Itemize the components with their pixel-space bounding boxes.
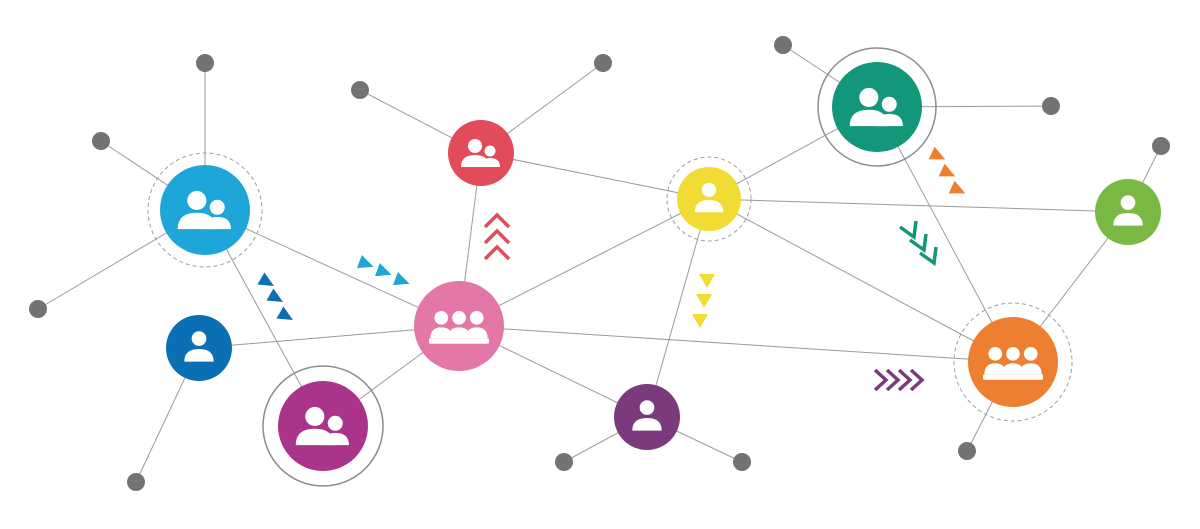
node-ring-sky-blue: [147, 152, 263, 268]
chevron-marker: [483, 228, 511, 245]
chevron-marker: [909, 368, 925, 392]
triangle-marker: [393, 272, 410, 286]
node-navy[interactable]: [166, 315, 232, 381]
flow-marker-yellow-triangles: [692, 274, 715, 328]
chevron-marker: [483, 244, 511, 261]
triangle-marker: [266, 288, 283, 302]
chevron-marker: [483, 212, 511, 229]
link-teal-orange: [876, 106, 1014, 363]
leaf-node: [351, 81, 369, 99]
link-pink-yellow: [458, 198, 710, 327]
flow-marker-cyan-triangles: [357, 255, 410, 286]
link-pink-orange: [458, 325, 1014, 363]
flow-marker-teal-chevrons: [898, 220, 938, 267]
link-sky-blue-pink: [204, 209, 460, 327]
triangle-marker: [696, 294, 712, 308]
leaf-node: [92, 132, 110, 150]
node-green[interactable]: [1095, 179, 1161, 245]
user-pair-icon: [461, 139, 500, 167]
triangle-marker: [928, 146, 946, 160]
leaf-node: [196, 54, 214, 72]
leaf-node: [127, 473, 145, 491]
node-orange[interactable]: [968, 317, 1058, 407]
chevron-marker: [918, 246, 938, 267]
flow-marker-layer: [257, 146, 966, 392]
link-red-yellow: [480, 152, 710, 200]
leaf-node: [1152, 137, 1170, 155]
leaf-node: [594, 54, 612, 72]
user-icon: [1113, 195, 1143, 226]
triangle-marker: [699, 274, 715, 288]
leaf-node: [1042, 97, 1060, 115]
user-icon: [632, 400, 662, 431]
node-yellow[interactable]: [677, 167, 741, 231]
user-pair-icon: [849, 87, 903, 127]
node-layer: [147, 47, 1161, 487]
chevron-marker: [908, 233, 928, 254]
user-group-icon: [429, 311, 489, 344]
edge-layer: [37, 44, 1162, 483]
node-ring-yellow: [666, 156, 752, 242]
flow-marker-red-chevrons: [483, 212, 511, 261]
user-pair-icon: [177, 190, 231, 230]
triangle-marker: [276, 306, 293, 320]
triangle-marker: [692, 314, 708, 328]
chevron-marker: [897, 368, 913, 392]
triangle-marker: [357, 255, 374, 269]
leaf-node: [733, 453, 751, 471]
node-red[interactable]: [448, 120, 514, 186]
flow-marker-purple-chevrons: [873, 368, 925, 392]
user-icon: [184, 331, 214, 362]
node-sky-blue[interactable]: [160, 165, 250, 255]
chevron-marker: [898, 220, 918, 241]
triangle-marker: [375, 263, 392, 277]
triangle-marker: [257, 272, 274, 286]
chevron-marker: [873, 368, 889, 392]
chevron-marker: [885, 368, 901, 392]
leaf-node: [29, 300, 47, 318]
triangle-marker: [938, 163, 956, 177]
leaf-node: [774, 36, 792, 54]
user-pair-icon: [295, 406, 349, 446]
node-teal[interactable]: [832, 62, 922, 152]
leaf-layer: [29, 36, 1170, 491]
node-ring-magenta: [262, 365, 384, 487]
link-yellow-orange: [708, 198, 1014, 363]
node-ring-teal: [817, 47, 937, 167]
user-icon: [694, 182, 724, 213]
triangle-marker: [948, 180, 966, 194]
flow-marker-navy-triangles: [257, 272, 293, 320]
node-magenta[interactable]: [278, 381, 368, 471]
node-pink[interactable]: [414, 281, 504, 371]
leaf-node: [958, 442, 976, 460]
link-yellow-purple: [646, 198, 710, 418]
node-purple[interactable]: [614, 384, 680, 450]
node-ring-orange: [953, 302, 1073, 422]
leaf-node: [555, 453, 573, 471]
link-yellow-green: [708, 198, 1129, 213]
flow-marker-orange-triangles: [928, 146, 966, 194]
user-group-icon: [983, 347, 1043, 380]
